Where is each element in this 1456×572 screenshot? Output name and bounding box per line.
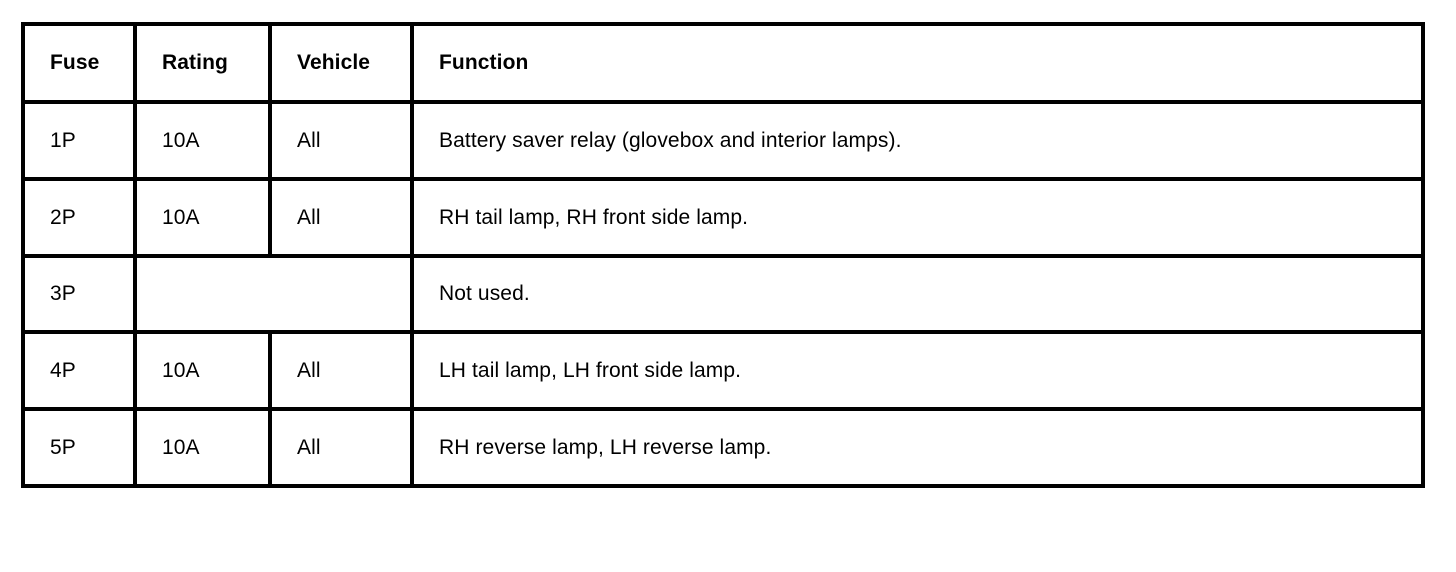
cell-fuse: 5P bbox=[21, 407, 137, 488]
cell-fuse: 3P bbox=[21, 254, 137, 334]
cell-function: Not used. bbox=[410, 254, 1425, 334]
table-row: 1P 10A All Battery saver relay (glovebox… bbox=[21, 100, 1425, 181]
cell-vehicle: All bbox=[268, 330, 414, 411]
cell-rating-vehicle-merged-empty bbox=[133, 254, 414, 334]
table-body: 1P 10A All Battery saver relay (glovebox… bbox=[21, 100, 1425, 488]
cell-rating: 10A bbox=[133, 100, 272, 181]
table-row: 5P 10A All RH reverse lamp, LH reverse l… bbox=[21, 407, 1425, 488]
cell-rating: 10A bbox=[133, 330, 272, 411]
cell-rating: 10A bbox=[133, 407, 272, 488]
table-row: 3P Not used. bbox=[21, 254, 1425, 334]
column-header-vehicle: Vehicle bbox=[268, 22, 414, 104]
table-row: 4P 10A All LH tail lamp, LH front side l… bbox=[21, 330, 1425, 411]
table-header: Fuse Rating Vehicle Function bbox=[21, 22, 1425, 104]
cell-function: Battery saver relay (glovebox and interi… bbox=[410, 100, 1425, 181]
cell-fuse: 2P bbox=[21, 177, 137, 258]
cell-function: RH tail lamp, RH front side lamp. bbox=[410, 177, 1425, 258]
cell-function: LH tail lamp, LH front side lamp. bbox=[410, 330, 1425, 411]
cell-fuse: 4P bbox=[21, 330, 137, 411]
cell-fuse: 1P bbox=[21, 100, 137, 181]
cell-rating: 10A bbox=[133, 177, 272, 258]
cell-vehicle: All bbox=[268, 407, 414, 488]
fuse-specification-table: Fuse Rating Vehicle Function 1P 10A All … bbox=[21, 22, 1425, 488]
cell-function: RH reverse lamp, LH reverse lamp. bbox=[410, 407, 1425, 488]
column-header-fuse: Fuse bbox=[21, 22, 137, 104]
table-row: 2P 10A All RH tail lamp, RH front side l… bbox=[21, 177, 1425, 258]
table-header-row: Fuse Rating Vehicle Function bbox=[21, 22, 1425, 104]
column-header-function: Function bbox=[410, 22, 1425, 104]
cell-vehicle: All bbox=[268, 177, 414, 258]
cell-vehicle: All bbox=[268, 100, 414, 181]
column-header-rating: Rating bbox=[133, 22, 272, 104]
